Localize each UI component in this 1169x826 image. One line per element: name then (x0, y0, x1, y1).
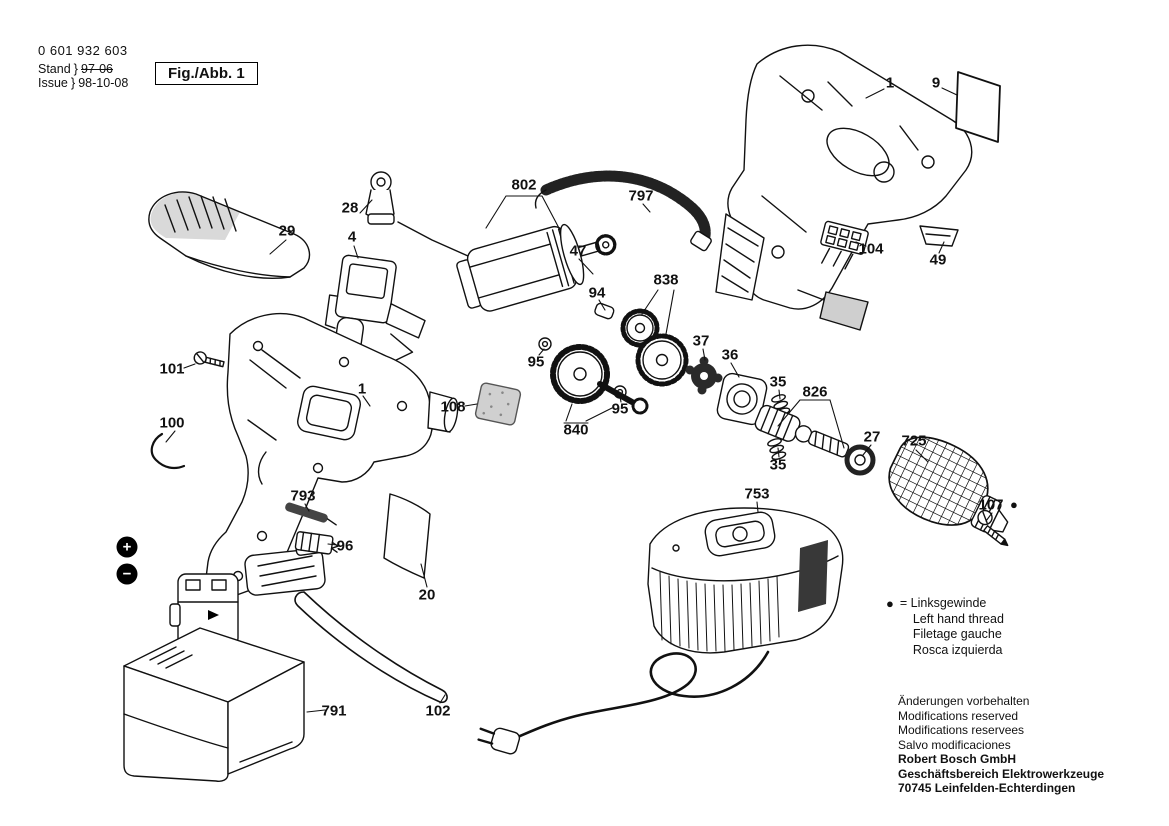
part-callout-104: 104 (858, 240, 884, 258)
part-callout-102: 102 (425, 702, 451, 720)
part-callout-94: 94 (588, 284, 606, 302)
part-callout-840: 840 (563, 421, 589, 439)
washer-27-drawing (844, 444, 876, 476)
issue-brace: } (70, 75, 76, 90)
part-callout-826: 826 (802, 383, 828, 401)
left-thread-dot: ● (1010, 497, 1018, 512)
clip-49-drawing (919, 225, 959, 247)
coupler-37-drawing (685, 356, 723, 395)
part-callout-29: 29 (278, 222, 296, 240)
part-callout-793: 793 (290, 487, 316, 505)
footer-line: Änderungen vorbehalten (898, 694, 1030, 708)
issue-label: Issue (38, 76, 68, 90)
screw-101-drawing (193, 351, 225, 368)
main-housing-drawing (205, 312, 459, 598)
spindle-assembly-drawing (754, 404, 850, 458)
part-callout-1: 1 (885, 74, 895, 92)
footer-address: 70745 Leinfelden-Echterdingen (898, 781, 1076, 795)
stand-brace: } (73, 61, 79, 76)
stand-label: Stand (38, 62, 71, 76)
brush-holder-96-drawing (294, 531, 339, 555)
bracket-28-drawing (365, 171, 469, 257)
part-callout-96: 96 (336, 537, 354, 555)
wire-clip-100-drawing (150, 432, 186, 470)
figure-label-box: Fig./Abb. 1 (155, 62, 258, 85)
part-callout-35: 35 (769, 373, 787, 391)
part-callout-28: 28 (341, 199, 359, 217)
bail-wire-drawing (294, 591, 448, 704)
document-header: 0 601 932 603 Stand } 97-06 Issue } 98-1… (38, 43, 129, 91)
part-callout-95: 95 (527, 353, 545, 371)
part-callout-20: 20 (418, 586, 436, 604)
part-callout-802: 802 (511, 176, 537, 194)
power-cord-drawing (477, 650, 770, 755)
motor-drawing (456, 223, 617, 312)
part-callout-791: 791 (321, 702, 347, 720)
gear-840-drawing (550, 344, 649, 415)
footer-company-name: Robert Bosch GmbH (898, 752, 1017, 766)
washer-95a-drawing (538, 337, 552, 351)
chuck-drawing (877, 425, 1009, 540)
contact-block-drawing (820, 220, 869, 270)
clip-29-drawing (148, 191, 311, 279)
switch-assembly-drawing (324, 254, 426, 361)
part-callout-101: 101 (159, 360, 185, 378)
legend-line: Filetage gauche (912, 627, 1002, 641)
bearing-plate-36-drawing (716, 372, 768, 426)
document-part-number: 0 601 932 603 (38, 43, 128, 58)
issue-value: 98-10-08 (78, 76, 129, 90)
screw-107-drawing (977, 509, 1009, 547)
part-callout-838: 838 (653, 271, 679, 289)
callout-leader-lines (165, 87, 993, 713)
part-callout-36: 36 (721, 346, 739, 364)
footer-division: Geschäftsbereich Elektrowerkzeuge (898, 766, 1105, 781)
part-callout-725: 725 (901, 432, 927, 450)
footer-line: Modifications reservees (898, 723, 1025, 737)
gear-set-838-drawing (620, 308, 689, 387)
stand-value: 97-06 (81, 62, 113, 76)
part-callout-47: 47 (569, 242, 587, 260)
part-callout-753: 753 (744, 485, 770, 503)
part-callout-107: 107 (978, 496, 1004, 514)
cover-plate-drawing (383, 493, 431, 579)
part-callout-9: 9 (931, 74, 941, 92)
pin-94-drawing (594, 302, 615, 320)
battery-plus-icon: + (116, 536, 138, 558)
part-callout-100: 100 (159, 414, 185, 432)
part-callout-35: 35 (769, 456, 787, 474)
part-callout-95: 95 (611, 400, 629, 418)
part-callout-797: 797 (628, 187, 654, 205)
part-callout-108: 108 (440, 398, 466, 416)
gasket-panel-drawing (955, 71, 1001, 143)
part-callout-1: 1 (357, 380, 367, 398)
part-callout-27: 27 (863, 428, 881, 446)
part-callout-4: 4 (347, 228, 357, 246)
part-callout-49: 49 (929, 251, 947, 269)
legend-dot-icon: ● (886, 596, 894, 611)
document-footer: Änderungen vorbehalten Modifications res… (898, 694, 1104, 796)
legend-line: = Linksgewinde (899, 596, 987, 610)
brush-793-drawing (285, 502, 337, 526)
housing-half-drawing (715, 44, 973, 331)
foam-block-drawing (474, 382, 522, 426)
footer-line: Salvo modificaciones (898, 737, 1011, 752)
strap-drawing (534, 170, 712, 252)
charger-drawing (647, 507, 844, 654)
footer-line: Modifications reserved (898, 708, 1019, 723)
legend-line: Left hand thread (912, 611, 1004, 626)
battery-pack-drawing (123, 573, 305, 782)
thread-legend: ● = Linksgewinde Left hand thread Fileta… (886, 596, 1004, 658)
part-callout-37: 37 (692, 332, 710, 350)
legend-line: Rosca izquierda (912, 642, 1003, 657)
spring-35b-drawing (767, 438, 787, 460)
battery-minus-icon: − (116, 563, 138, 585)
mains-plug-drawing (477, 727, 521, 755)
